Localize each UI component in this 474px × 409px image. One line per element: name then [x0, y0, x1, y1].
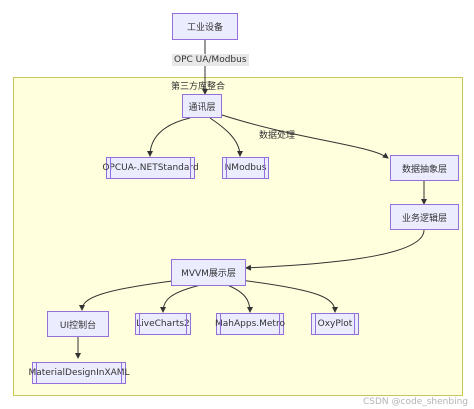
edge-label-data-processing: 数据处理	[259, 131, 296, 141]
third-party-integration-cluster	[13, 77, 463, 396]
edge-comm-to-data	[221, 114, 389, 159]
cluster-title: 第三方库整合	[171, 82, 226, 92]
node-data-abstraction: 数据抽象层	[390, 155, 459, 181]
node-livecharts: LiveCharts2	[135, 313, 191, 335]
node-material-design: MaterialDesignInXAML	[28, 362, 130, 384]
node-mvvm: MVVM展示层	[171, 259, 246, 286]
edge-mvvm-to-oxyplot	[239, 279, 338, 313]
node-industrial-device: 工业设备	[172, 13, 238, 40]
edge-mvvm-to-ui	[79, 279, 181, 311]
edge-comm-to-nmodbus	[209, 117, 243, 157]
node-oxyplot: OxyPlot	[311, 313, 359, 335]
node-comm-layer: 通讯层	[182, 94, 222, 118]
node-nmodbus: NModbus	[222, 157, 269, 179]
edge-mvvm-to-mahapps	[224, 283, 253, 313]
node-ui-control: UI控制台	[47, 311, 109, 337]
edge-comm-to-opcua	[147, 117, 191, 157]
node-opcua: OPCUA-.NETStandard	[102, 157, 199, 179]
edge-business-to-mvvm	[245, 229, 425, 271]
edge-mvvm-to-livecharts	[160, 283, 206, 313]
node-business-logic: 业务逻辑层	[390, 204, 459, 230]
edge-label-opc-modbus: OPC UA/Modbus	[172, 54, 249, 66]
node-mahapps: MahApps.Metro	[215, 313, 285, 335]
watermark: CSDN @code_shenbing	[363, 397, 468, 407]
